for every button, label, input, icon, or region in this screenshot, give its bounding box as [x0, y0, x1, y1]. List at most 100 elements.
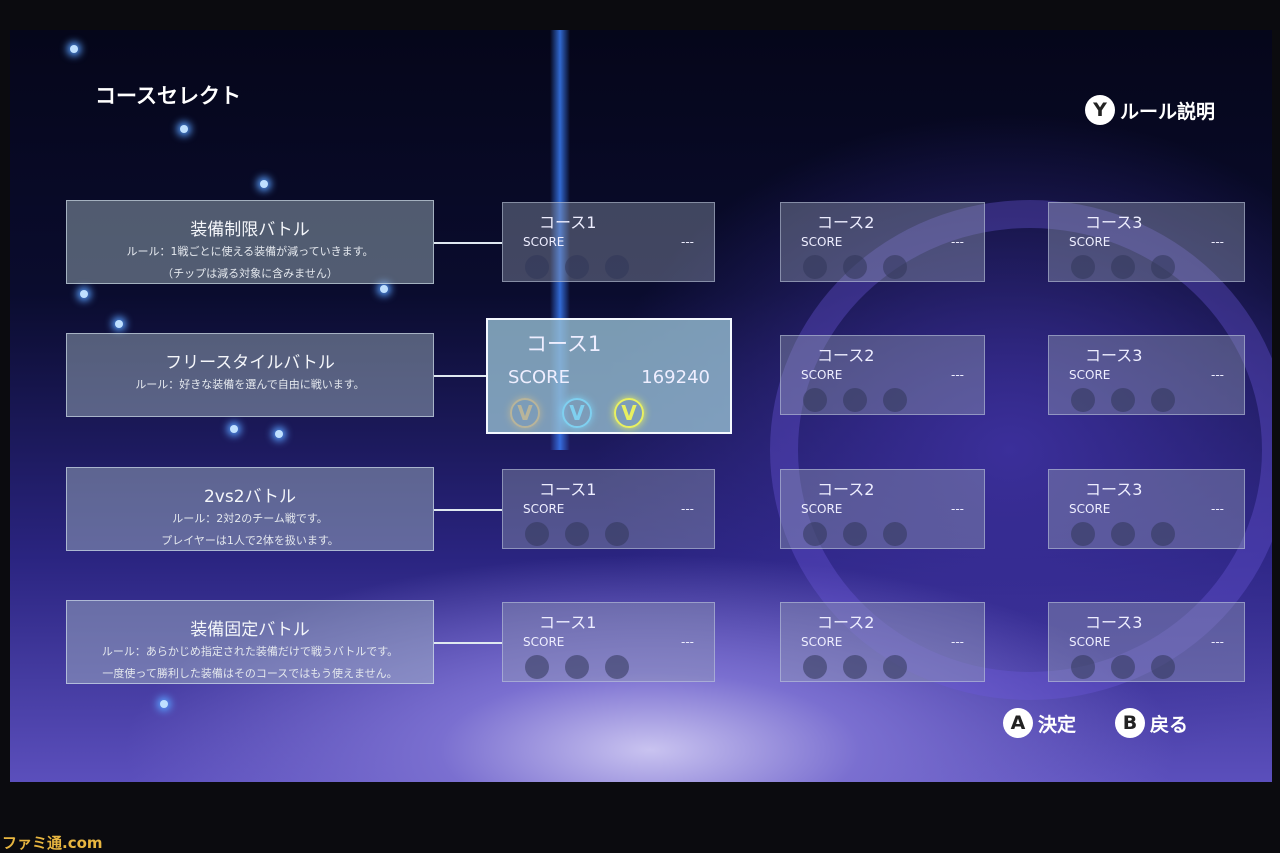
empty-medal-icon: [565, 522, 589, 546]
mode-rule: ルール：2対2のチーム戦です。: [172, 512, 328, 525]
empty-medal-icon: [525, 655, 549, 679]
medal-row: [1071, 255, 1175, 279]
medal-row: [525, 522, 629, 546]
y-button-icon: Y: [1085, 95, 1115, 125]
score-label: SCORE: [801, 368, 843, 382]
course-2-2[interactable]: コース3 SCORE ---: [1048, 469, 1245, 549]
course-0-1[interactable]: コース2 SCORE ---: [780, 202, 985, 282]
course-label: コース1: [526, 332, 602, 356]
score-label: SCORE: [801, 502, 843, 516]
empty-medal-icon: [1151, 522, 1175, 546]
score-value: ---: [1211, 368, 1224, 382]
background-star: [380, 285, 388, 293]
background-star: [70, 45, 78, 53]
page-title: コースセレクト: [95, 84, 241, 108]
score-value: ---: [951, 502, 964, 516]
score-value: 169240: [641, 367, 710, 388]
connector-line: [434, 509, 502, 511]
medal-gold-icon: V: [614, 398, 644, 428]
score-label: SCORE: [1069, 235, 1111, 249]
game-screen: コースセレクト Y ルール説明 装備制限バトル ルール：1戦ごとに使える装備が減…: [10, 30, 1272, 782]
mode-title: 装備制限バトル: [190, 220, 310, 240]
course-0-2[interactable]: コース3 SCORE ---: [1048, 202, 1245, 282]
back-label: 戻る: [1150, 713, 1189, 736]
empty-medal-icon: [1111, 655, 1135, 679]
empty-medal-icon: [1111, 255, 1135, 279]
course-3-2[interactable]: コース3 SCORE ---: [1048, 602, 1245, 682]
score-value: ---: [951, 235, 964, 249]
watermark-logo: ファミ通.com: [2, 834, 103, 852]
course-label: コース1: [539, 480, 597, 499]
course-2-0[interactable]: コース1 SCORE ---: [502, 469, 715, 549]
mode-1[interactable]: フリースタイルバトル ルール：好きな装備を選んで自由に戦います。: [66, 333, 434, 417]
mode-title: 装備固定バトル: [190, 620, 310, 640]
background-star: [80, 290, 88, 298]
course-1-1[interactable]: コース2 SCORE ---: [780, 335, 985, 415]
medal-row: [1071, 655, 1175, 679]
mode-2[interactable]: 2vs2バトル ルール：2対2のチーム戦です。 プレイヤーは1人で2体を扱います…: [66, 467, 434, 551]
mode-note: （チップは減る対象に含みません）: [162, 267, 338, 280]
empty-medal-icon: [1151, 655, 1175, 679]
score-value: ---: [1211, 235, 1224, 249]
score-value: ---: [681, 635, 694, 649]
course-3-0[interactable]: コース1 SCORE ---: [502, 602, 715, 682]
empty-medal-icon: [1151, 388, 1175, 412]
score-label: SCORE: [523, 635, 565, 649]
empty-medal-icon: [883, 255, 907, 279]
empty-medal-icon: [803, 522, 827, 546]
rules-button[interactable]: Y ルール説明: [1085, 95, 1215, 125]
empty-medal-icon: [1071, 255, 1095, 279]
score-value: ---: [1211, 635, 1224, 649]
empty-medal-icon: [803, 655, 827, 679]
empty-medal-icon: [1111, 522, 1135, 546]
empty-medal-icon: [1151, 255, 1175, 279]
empty-medal-icon: [565, 255, 589, 279]
empty-medal-icon: [883, 655, 907, 679]
empty-medal-icon: [883, 388, 907, 412]
empty-medal-icon: [1071, 388, 1095, 412]
empty-medal-icon: [843, 522, 867, 546]
connector-line: [434, 375, 486, 377]
empty-medal-icon: [803, 255, 827, 279]
mode-0[interactable]: 装備制限バトル ルール：1戦ごとに使える装備が減っていきます。 （チップは減る対…: [66, 200, 434, 284]
score-label: SCORE: [508, 367, 571, 388]
connector-line: [434, 242, 502, 244]
mode-title: フリースタイルバトル: [165, 353, 335, 373]
course-2-1[interactable]: コース2 SCORE ---: [780, 469, 985, 549]
confirm-button[interactable]: A 決定: [1003, 708, 1076, 738]
background-star: [180, 125, 188, 133]
course-0-0[interactable]: コース1 SCORE ---: [502, 202, 715, 282]
a-button-icon: A: [1003, 708, 1033, 738]
mode-3[interactable]: 装備固定バトル ルール：あらかじめ指定された装備だけで戦うバトルです。 一度使っ…: [66, 600, 434, 684]
course-label: コース2: [817, 213, 875, 232]
course-label: コース2: [817, 480, 875, 499]
medal-row: [1071, 522, 1175, 546]
score-label: SCORE: [523, 502, 565, 516]
course-label: コース1: [539, 613, 597, 632]
course-3-1[interactable]: コース2 SCORE ---: [780, 602, 985, 682]
empty-medal-icon: [605, 255, 629, 279]
course-label: コース2: [817, 346, 875, 365]
mode-note: プレイヤーは1人で2体を扱います。: [161, 534, 339, 547]
mode-rule: ルール：1戦ごとに使える装備が減っていきます。: [126, 245, 374, 258]
mode-note: 一度使って勝利した装備はそのコースではもう使えません。: [102, 667, 398, 680]
course-1-2[interactable]: コース3 SCORE ---: [1048, 335, 1245, 415]
empty-medal-icon: [843, 388, 867, 412]
score-value: ---: [1211, 502, 1224, 516]
back-button[interactable]: B 戻る: [1115, 708, 1188, 738]
mode-rule: ルール：あらかじめ指定された装備だけで戦うバトルです。: [101, 645, 399, 658]
background-star: [275, 430, 283, 438]
empty-medal-icon: [843, 255, 867, 279]
course-label: コース2: [817, 613, 875, 632]
score-label: SCORE: [1069, 502, 1111, 516]
medal-row: [803, 255, 907, 279]
empty-medal-icon: [1111, 388, 1135, 412]
empty-medal-icon: [883, 522, 907, 546]
mode-rule: ルール：好きな装備を選んで自由に戦います。: [135, 378, 365, 391]
score-value: ---: [951, 635, 964, 649]
empty-medal-icon: [803, 388, 827, 412]
background-star: [160, 700, 168, 708]
rules-label: ルール説明: [1120, 100, 1216, 123]
empty-medal-icon: [525, 255, 549, 279]
